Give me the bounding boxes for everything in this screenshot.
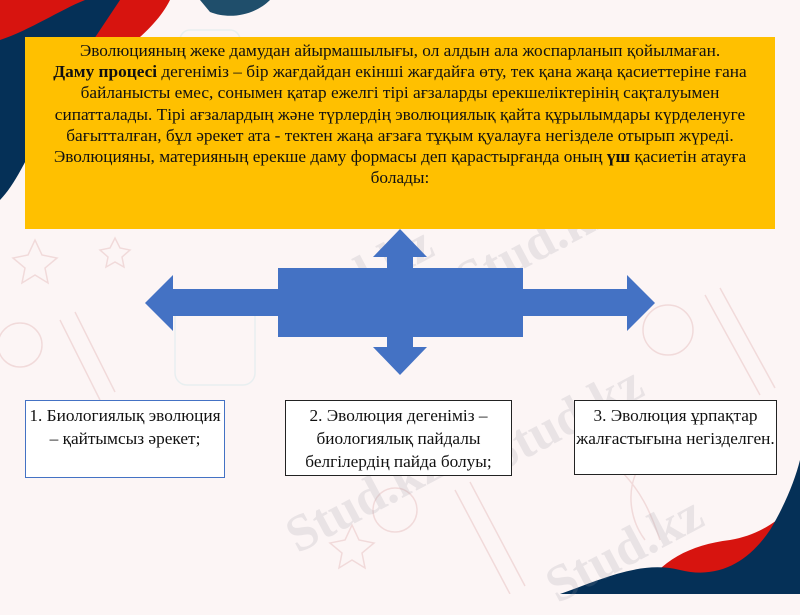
intro-definition: Даму процесі дегеніміз – бір жағдайдан е… (33, 61, 767, 146)
intro-text-box: Эволюцияның жеке дамудан айырмашылығы, о… (25, 37, 775, 229)
property-box-3: 3. Эволюция ұрпақтар жалғастығына негізд… (574, 400, 777, 475)
property-label: 2. Эволюция дегеніміз – биологиялық пайд… (305, 406, 492, 471)
quad-arrow-shape (145, 229, 655, 375)
property-box-2: 2. Эволюция дегеніміз – биологиялық пайд… (285, 400, 512, 476)
quad-arrow-icon (145, 229, 655, 375)
definition-text: дегеніміз – бір жағдайдан екінші жағдайғ… (54, 62, 747, 145)
intro-last-line: Эволюцияны, материяның ерекше даму форма… (33, 146, 767, 188)
property-label: 3. Эволюция ұрпақтар жалғастығына негізд… (576, 406, 775, 448)
last-line-pre: Эволюцияны, материяның ерекше даму форма… (53, 147, 607, 167)
last-line-bold: үш (606, 147, 631, 167)
property-box-1: 1. Биологиялық эволюция – қайтымсыз әрек… (25, 400, 225, 478)
property-label: 1. Биологиялық эволюция – қайтымсыз әрек… (29, 406, 221, 448)
term-bold: Даму процесі (53, 62, 158, 82)
intro-line-1: Эволюцияның жеке дамудан айырмашылығы, о… (79, 41, 721, 60)
last-line-post: қасиетін атауға болады: (370, 147, 747, 188)
